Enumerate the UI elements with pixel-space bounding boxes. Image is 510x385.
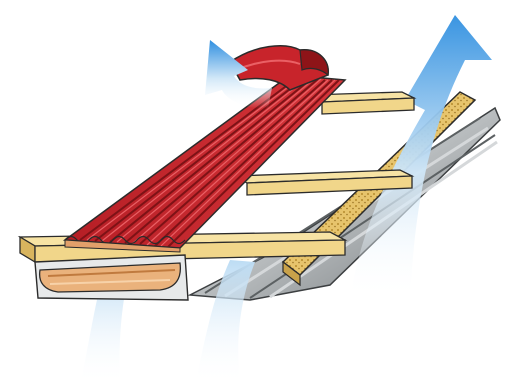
corrugated-roof-sheet: [65, 75, 345, 252]
gutter: [35, 255, 188, 300]
airflow-arrow-large: [350, 15, 492, 300]
